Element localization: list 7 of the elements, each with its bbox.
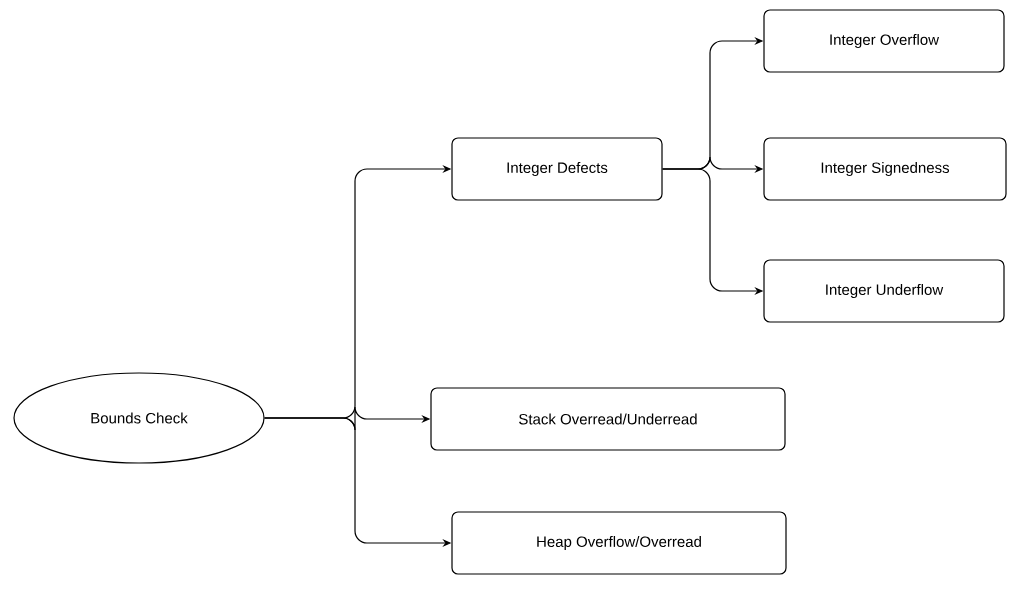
process-box: Stack Overread/Underread (430, 387, 786, 451)
process-box: Integer Underflow (763, 259, 1005, 323)
process-box: Integer Defects (451, 137, 663, 201)
ellipse-node: Bounds Check (13, 372, 265, 464)
process-box: Integer Signedness (763, 137, 1007, 201)
process-box: Integer Overflow (763, 9, 1005, 73)
process-box: Heap Overflow/Overread (451, 511, 787, 575)
